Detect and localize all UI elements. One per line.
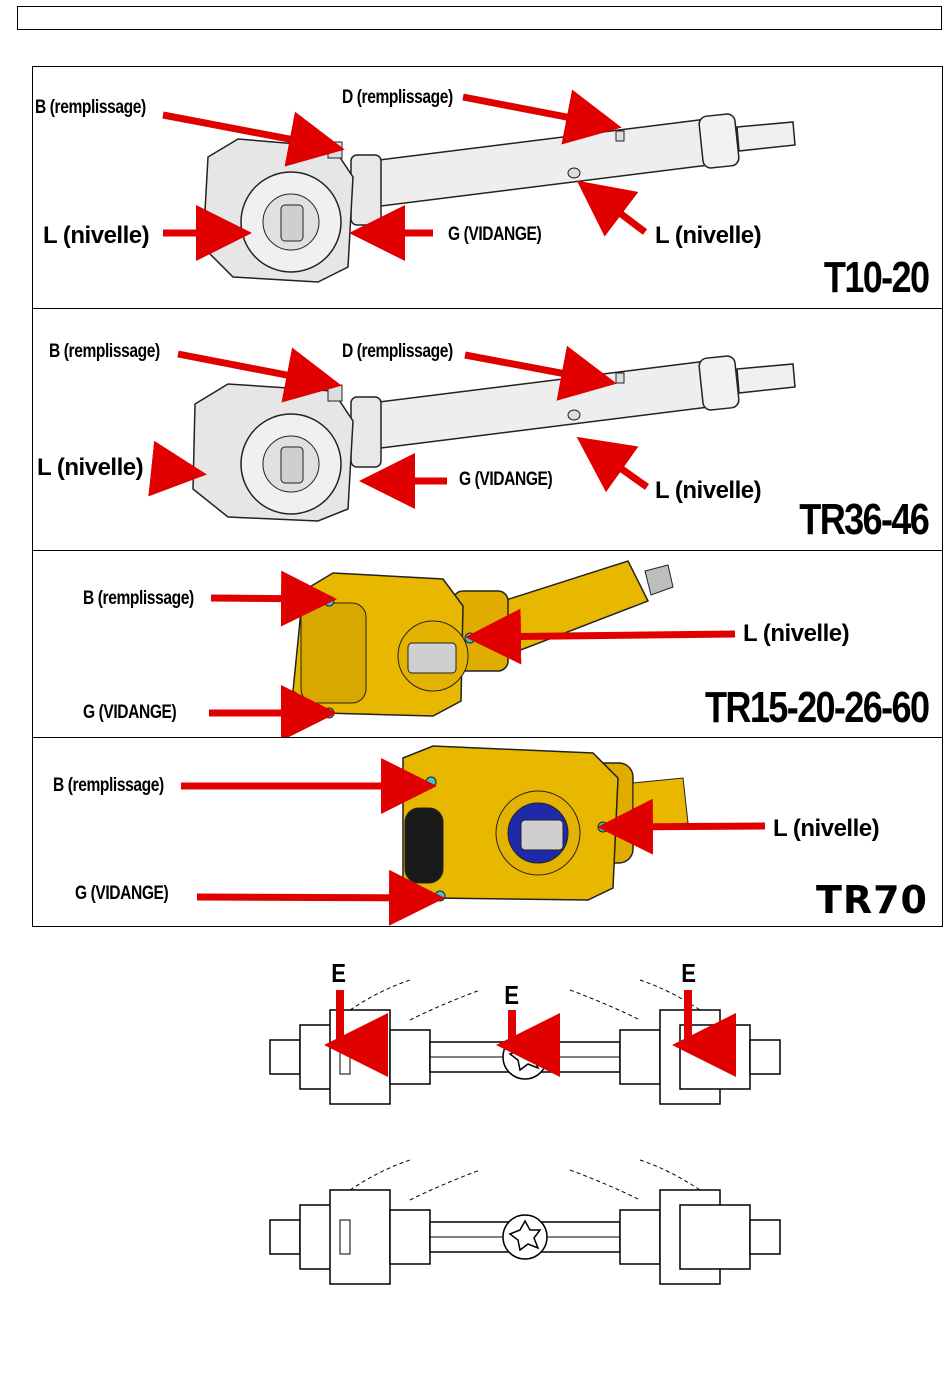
label-e-center: E <box>504 980 519 1011</box>
label-g-vidange: G (VIDANGE) <box>83 702 176 724</box>
panel-tr15-20-26-60: B (remplissage) G (VIDANGE) L (nivelle) … <box>32 550 943 738</box>
label-e-left: E <box>331 958 346 989</box>
panel-tr70: B (remplissage) G (VIDANGE) L (nivelle) … <box>32 737 943 927</box>
label-b-remplissage: B (remplissage) <box>49 341 160 363</box>
panel-t10-20: B (remplissage) D (remplissage) L (nivel… <box>32 66 943 309</box>
model-label: TR36-46 <box>799 495 928 545</box>
panel-tr36-46: B (remplissage) D (remplissage) L (nivel… <box>32 308 943 551</box>
model-label: T10-20 <box>824 253 928 303</box>
label-l-nivelle-right: L (nivelle) <box>743 620 849 648</box>
pto-shaft-diagrams: E E E <box>0 940 950 1340</box>
label-g-vidange: G (VIDANGE) <box>448 224 541 246</box>
gearbox-illustration-grey <box>33 67 943 309</box>
label-d-remplissage: D (remplissage) <box>342 87 453 109</box>
pto-shaft-drawings <box>0 940 950 1340</box>
label-g-vidange: G (VIDANGE) <box>459 469 552 491</box>
label-l-nivelle-right: L (nivelle) <box>655 477 761 505</box>
model-label: TR70 <box>816 878 928 922</box>
label-l-nivelle-left: L (nivelle) <box>43 222 149 250</box>
label-d-remplissage: D (remplissage) <box>342 341 453 363</box>
label-e-right: E <box>681 958 696 989</box>
label-l-nivelle-right: L (nivelle) <box>773 815 879 843</box>
label-l-nivelle-left: L (nivelle) <box>37 454 143 482</box>
label-b-remplissage: B (remplissage) <box>53 775 164 797</box>
label-b-remplissage: B (remplissage) <box>83 588 194 610</box>
model-label: TR15-20-26-60 <box>705 683 928 733</box>
label-b-remplissage: B (remplissage) <box>35 97 146 119</box>
label-g-vidange: G (VIDANGE) <box>75 883 168 905</box>
label-l-nivelle-right: L (nivelle) <box>655 222 761 250</box>
header-box <box>17 6 942 30</box>
